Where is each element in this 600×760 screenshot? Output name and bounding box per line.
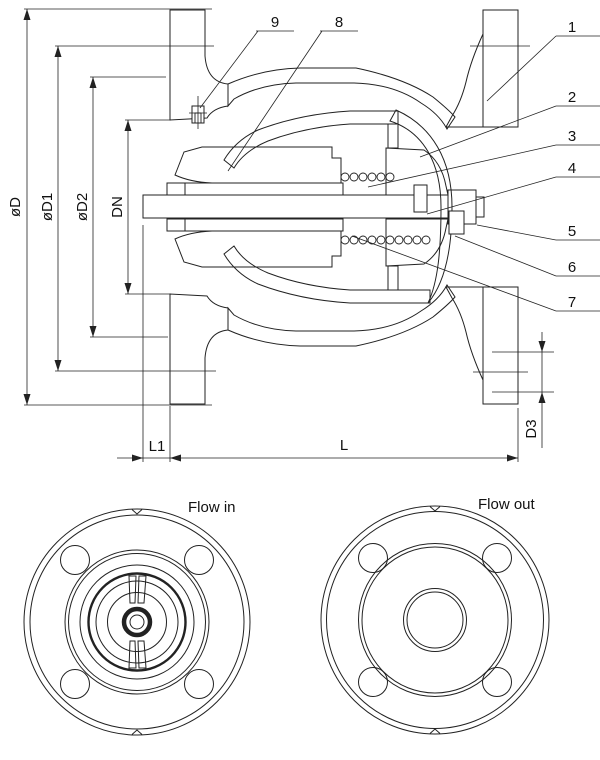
hub-ribs xyxy=(128,575,147,669)
internal-trim xyxy=(142,45,530,373)
part-number-1: 1 xyxy=(568,19,576,36)
valve-body xyxy=(169,9,519,405)
hub-ring xyxy=(121,606,153,638)
seal-blocks xyxy=(413,184,465,235)
part-number-4: 4 xyxy=(568,160,576,177)
part-leaders: 1 2 3 4 5 6 7 8 9 xyxy=(199,14,600,312)
dim-label-dn: DN xyxy=(109,196,126,218)
flow-in-view: Flow in xyxy=(23,499,251,736)
dim-label-l1: L1 xyxy=(149,438,166,455)
part-number-8: 8 xyxy=(335,14,343,31)
disc-seal-crescent xyxy=(389,109,453,304)
dim-label-l: L xyxy=(340,437,348,454)
diameter-dimension-lines: øD øD1 øD2 DN xyxy=(7,8,216,406)
seat-hub-upper xyxy=(174,146,342,184)
section-view: øD øD1 øD2 DN xyxy=(7,8,600,462)
length-dimension-lines: L1 L D3 xyxy=(117,225,554,462)
bolt-holes-in xyxy=(60,545,214,699)
dim-label-od2: øD2 xyxy=(74,193,91,221)
part-number-7: 7 xyxy=(568,294,576,311)
part-number-6: 6 xyxy=(568,259,576,276)
part-number-9: 9 xyxy=(271,14,279,31)
flow-in-label: Flow in xyxy=(188,499,236,516)
flow-out-view: Flow out xyxy=(320,496,550,735)
part-number-3: 3 xyxy=(568,128,576,145)
flow-out-label: Flow out xyxy=(478,496,536,513)
casting-notch-bottom xyxy=(429,728,441,734)
casting-notch-top xyxy=(131,509,143,515)
casting-notch-bottom xyxy=(131,729,143,735)
seat-hub-lower xyxy=(174,230,342,268)
dim-label-od1: øD1 xyxy=(39,193,56,221)
part-number-2: 2 xyxy=(568,89,576,106)
disc-upper xyxy=(385,147,449,196)
stem xyxy=(142,194,449,219)
plug-detail xyxy=(189,96,207,129)
casting-notch-top xyxy=(429,506,441,512)
dim-label-od: øD xyxy=(7,197,24,217)
dim-label-d3: D3 xyxy=(523,419,540,438)
spring-coils xyxy=(340,172,431,245)
part-number-5: 5 xyxy=(568,223,576,240)
bolt-holes-out xyxy=(358,543,512,697)
